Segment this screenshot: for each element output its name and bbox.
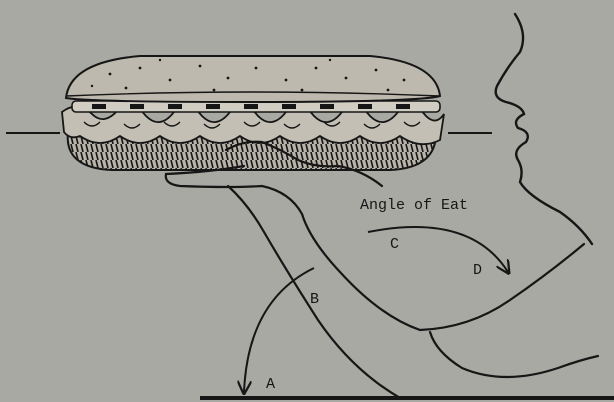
arm-icon	[166, 142, 598, 398]
label-b: B	[310, 291, 319, 308]
face-profile-icon	[496, 14, 592, 244]
sandwich-icon	[62, 56, 444, 170]
label-d: D	[473, 262, 482, 279]
angle-arc-c-to-d	[368, 227, 508, 272]
label-a: A	[266, 376, 275, 393]
diagram-caption: Angle of Eat	[360, 197, 468, 214]
top-bun	[66, 56, 440, 102]
label-c: C	[390, 236, 399, 253]
angle-arc-b-to-a	[244, 268, 314, 392]
